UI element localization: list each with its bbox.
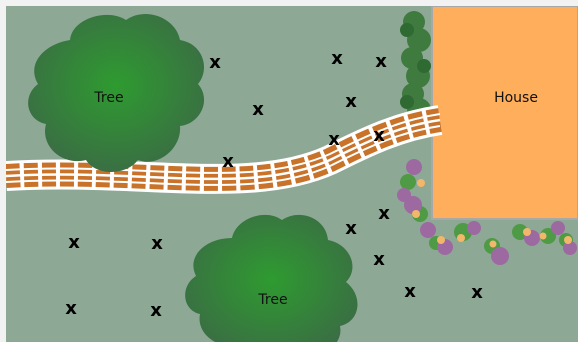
x-marker-icon: x [378, 203, 390, 224]
x-marker-icon: x [373, 249, 385, 270]
x-marker-icon: x [345, 218, 357, 239]
x-marker-icon: x [252, 99, 264, 120]
tree-icon [185, 214, 358, 342]
x-marker-icon: x [404, 281, 416, 302]
house-label: House [494, 90, 538, 106]
tree-icon [28, 13, 205, 173]
x-marker-icon: x [471, 282, 483, 303]
x-marker-icon: x [375, 51, 387, 72]
x-markers: x x x x x x x x x x x x x x x x x [65, 48, 483, 321]
tree-label-top: Tree [93, 90, 123, 106]
x-marker-icon: x [345, 91, 357, 112]
x-marker-icon: x [328, 129, 340, 150]
x-marker-icon: x [209, 52, 221, 73]
x-marker-icon: x [150, 300, 162, 321]
tree-label-bottom: Tree [257, 292, 287, 308]
x-marker-icon: x [373, 125, 385, 146]
flower-bed-icon [397, 159, 577, 265]
x-marker-icon: x [151, 233, 163, 254]
brick-path-icon [6, 105, 443, 194]
house-icon [431, 6, 578, 220]
x-marker-icon: x [65, 298, 77, 319]
x-marker-icon: x [222, 151, 234, 172]
x-marker-icon: x [68, 232, 80, 253]
x-marker-icon: x [331, 48, 343, 69]
